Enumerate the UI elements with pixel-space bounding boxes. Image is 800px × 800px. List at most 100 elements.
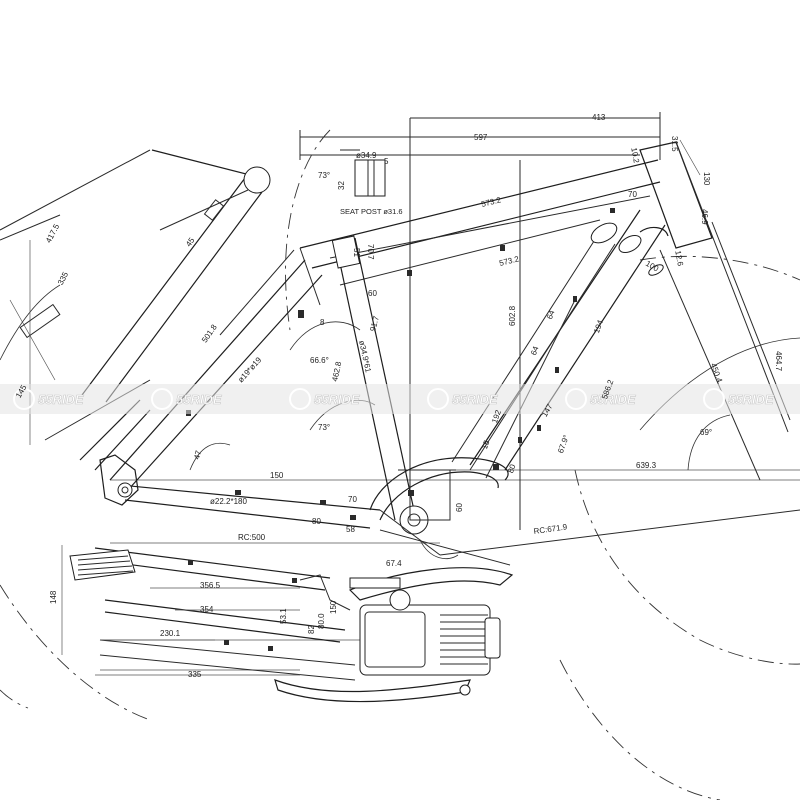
dim-text: 91.7	[368, 314, 381, 332]
top-tube-upper	[299, 159, 659, 249]
motor-spindle	[389, 589, 411, 611]
watermark-band	[0, 384, 800, 414]
dim-text: 8	[320, 318, 325, 327]
dim-text: 70	[348, 495, 357, 504]
watermark-logo-icon	[427, 388, 449, 410]
dim-text: 417.5	[44, 222, 62, 244]
chainstay-view-upper	[94, 559, 326, 591]
down-tube-inner	[469, 243, 616, 471]
cassette-cog	[77, 565, 133, 571]
construction-arc	[639, 255, 800, 281]
watermark-logo-icon	[13, 388, 35, 410]
dim-text: 67.9°	[556, 434, 571, 455]
watermark-text: 55RIDE	[38, 392, 84, 407]
chainstay-view-lower	[104, 611, 341, 643]
seat-stay-lower	[127, 274, 323, 491]
fork-line	[659, 249, 761, 481]
chainstay-view-line	[99, 639, 356, 666]
dimension-line	[679, 139, 701, 176]
rc-line	[439, 509, 800, 556]
angle-arc	[419, 539, 459, 560]
seat-post-note: SEAT POST ø31.6	[340, 207, 403, 216]
dim-text: 148	[49, 590, 58, 604]
stay-detail-frame	[0, 214, 61, 241]
dim-text: 335	[56, 270, 70, 286]
dim-text: 64	[529, 344, 541, 356]
dim-text: 80.0	[317, 613, 326, 629]
chainstay-view-upper	[94, 547, 331, 579]
dim-text: 335	[188, 670, 202, 679]
motor-bracket	[349, 577, 401, 589]
dim-text: 70	[628, 190, 637, 199]
stay-detail-brace	[159, 189, 249, 231]
cassette-cog	[77, 560, 131, 566]
chainstay-view-lower	[104, 599, 346, 631]
dim-text: 413	[592, 113, 606, 122]
seat-post-dim: 32	[337, 181, 346, 190]
dim-text: 70.7	[366, 244, 375, 260]
chain-stay-lower	[124, 499, 371, 529]
reference-line	[379, 529, 511, 566]
watermark-text: 55RIDE	[590, 392, 636, 407]
head-tube	[639, 141, 713, 249]
construction-arc	[0, 689, 29, 709]
dim-text: 46.9	[700, 209, 709, 225]
motor-mount-curve	[379, 471, 499, 521]
dim-text: 501.8	[200, 322, 219, 344]
top-tube-lower	[311, 181, 661, 269]
dim-text: 53.1	[279, 608, 288, 624]
dim-text: 573.2	[498, 254, 520, 268]
chainstay-yoke	[299, 574, 351, 611]
down-tube-inner	[451, 237, 597, 463]
watermark-text: 55RIDE	[452, 392, 498, 407]
stay-detail-frame	[0, 149, 151, 231]
cable-port	[590, 222, 618, 244]
dim-text: 67.4	[386, 559, 402, 568]
seat-tube-left	[334, 239, 396, 521]
construction-arc	[574, 469, 800, 665]
dim-text: 356.5	[200, 581, 221, 590]
motor-cover	[364, 611, 426, 668]
dim-text: 150	[329, 600, 338, 614]
rear-dropout	[117, 482, 133, 498]
dim-text: 66.6°	[310, 356, 329, 365]
dim-text: 10.2	[629, 147, 641, 164]
dim-text: 64	[545, 308, 557, 320]
dim-text: 31.5	[670, 136, 679, 152]
watermark-text: 55RIDE	[728, 392, 774, 407]
dim-text: 354	[200, 605, 214, 614]
dim-text: 69°	[700, 428, 712, 437]
dim-text: 464.7	[774, 351, 783, 372]
stay-detail-bridge	[203, 199, 225, 221]
stay-detail-dim	[9, 299, 56, 381]
dim-text: RC:500	[238, 533, 266, 542]
dim-text: ø22.2*180	[210, 497, 247, 506]
top-tube-bottom	[339, 219, 601, 286]
dim-text: 12.6	[673, 250, 685, 267]
cable-port	[648, 264, 664, 276]
dim-text: 573.2	[480, 195, 502, 209]
dim-text: 80	[312, 517, 321, 526]
dim-text: 45	[184, 236, 197, 249]
dim-text: ø19*ø19	[236, 355, 264, 384]
stay-detail-line	[151, 149, 263, 179]
dim-text: 192	[490, 408, 503, 424]
rc-line	[379, 509, 441, 556]
dim-text: RC:671.9	[533, 522, 568, 536]
dim-text: 80	[506, 462, 518, 474]
cassette-cog	[77, 555, 129, 561]
dim-text: 15	[480, 438, 492, 450]
cable-port	[618, 234, 642, 254]
top-tube-centerline	[329, 195, 651, 259]
dim-text: 51	[352, 248, 361, 257]
construction-arc	[285, 129, 331, 331]
dim-text: 47	[192, 449, 203, 460]
pedal-bolt	[459, 684, 471, 696]
stay-detail-right	[105, 191, 263, 403]
seat-stay-upper	[109, 259, 306, 481]
seat-tube-line	[299, 247, 321, 306]
crank-arm-lower	[274, 679, 471, 703]
motor-fins	[440, 614, 488, 665]
